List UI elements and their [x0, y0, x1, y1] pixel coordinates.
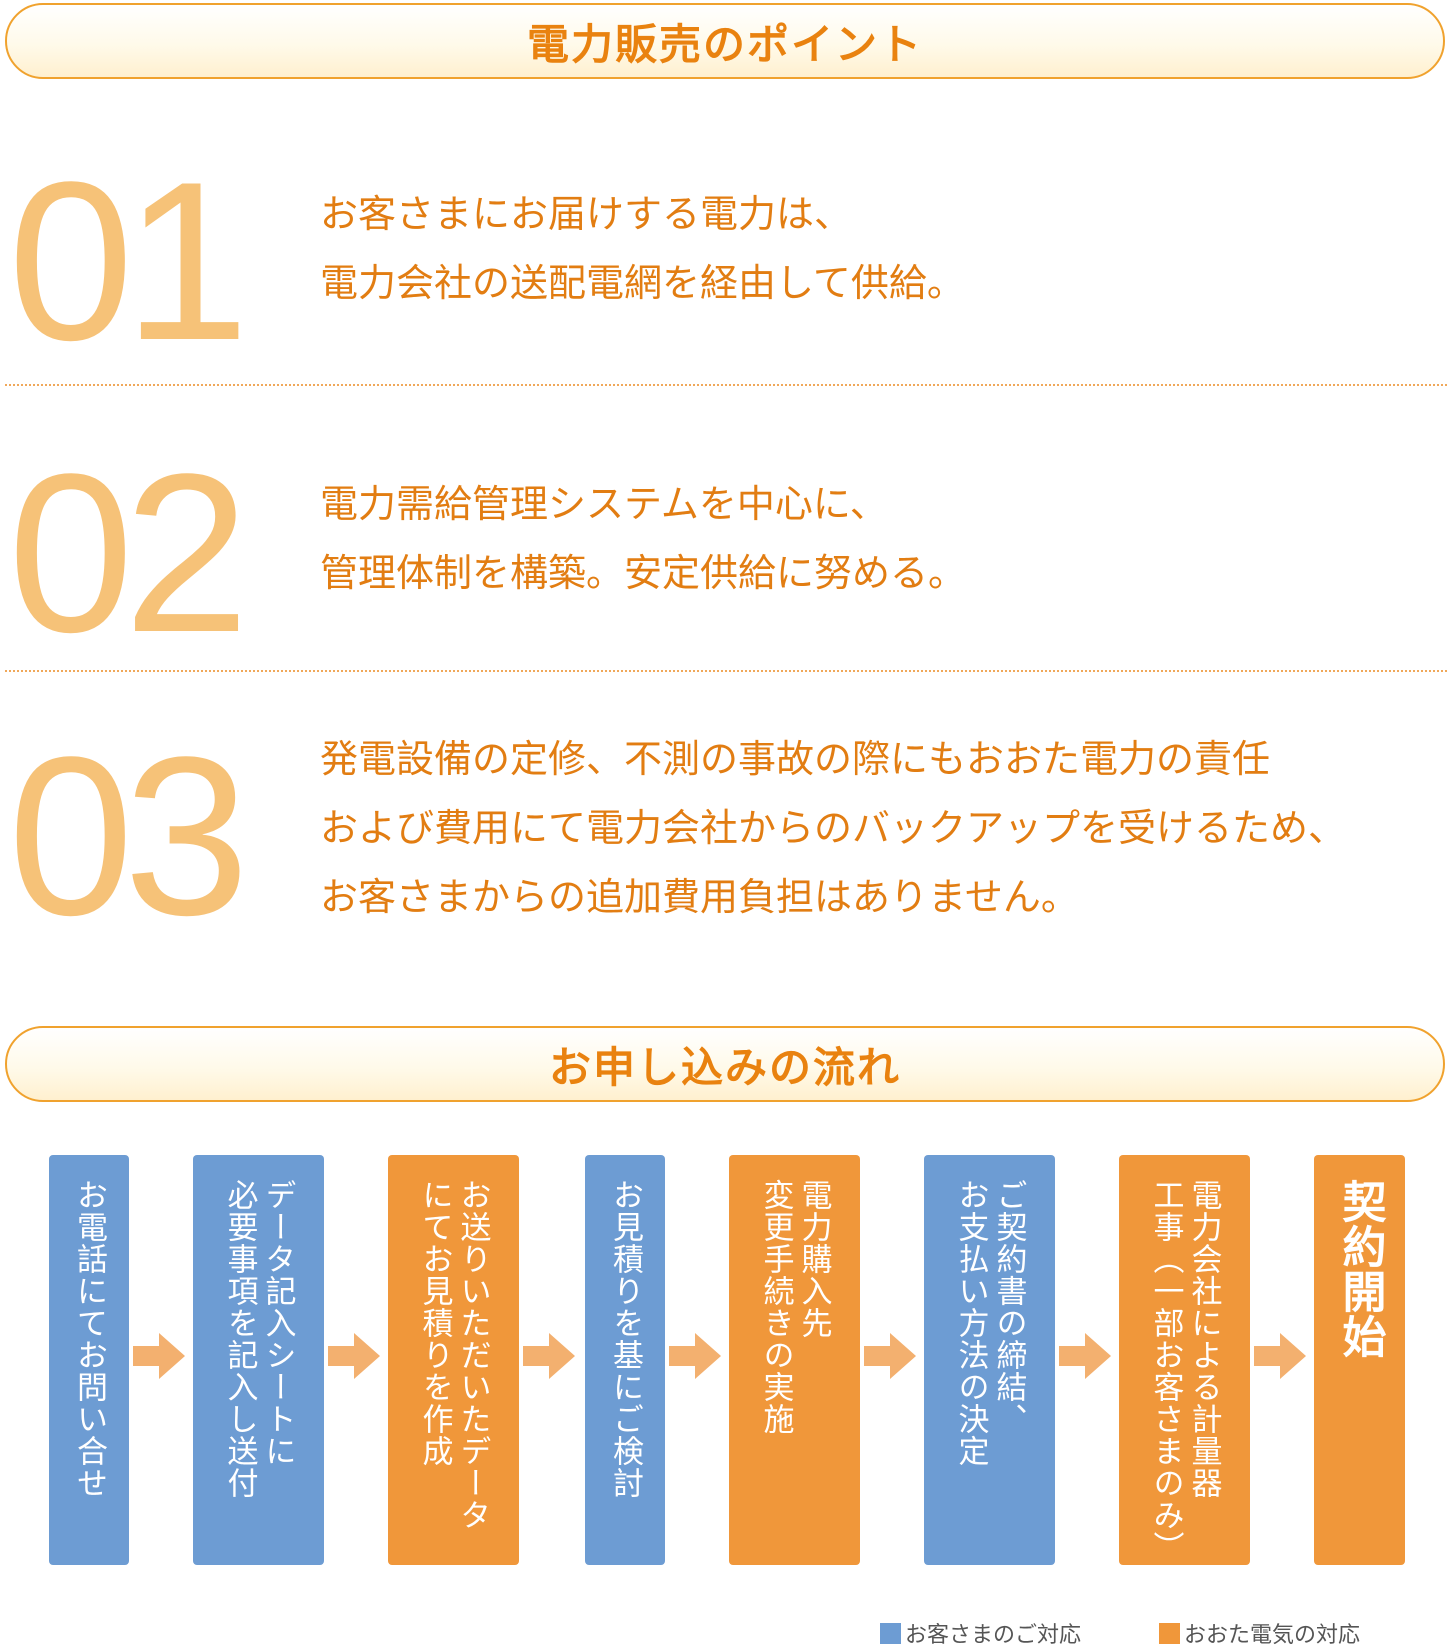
flow-step-label: 電力購入先 変更手続きの実施	[757, 1179, 832, 1435]
point-number: 03	[8, 709, 249, 962]
flow-step-meter-work: 電力会社による計量器 工事（一部お客さまのみ）	[1119, 1155, 1250, 1565]
arrow-right-icon	[669, 1333, 721, 1379]
legend-swatch-orange	[1159, 1622, 1180, 1644]
arrow-right-icon	[864, 1333, 916, 1379]
point-text: お客さまにお届けする電力は、 電力会社の送配電網を経由して供給。	[320, 180, 965, 318]
arrow-right-icon	[328, 1333, 380, 1379]
flow-step-contract: ご契約書の締結、 お支払い方法の決定	[924, 1155, 1055, 1565]
legend-company: おおた電気の対応	[1159, 1620, 1361, 1648]
point-text: 発電設備の定修、不測の事故の際にもおおた電力の責任 および費用にて電力会社からの…	[320, 725, 1346, 932]
dotted-divider	[5, 670, 1447, 672]
flow-step-contract-start: 契約開始	[1314, 1155, 1405, 1565]
point-01: 01 お客さまにお届けする電力は、 電力会社の送配電網を経由して供給。	[0, 130, 1451, 390]
flow-step-label: 電力会社による計量器 工事（一部お客さまのみ）	[1147, 1179, 1222, 1563]
point-text-line: 管理体制を構築。安定供給に努める。	[320, 551, 967, 595]
arrow-right-icon	[133, 1333, 185, 1379]
legend-label: おおた電気の対応	[1184, 1623, 1361, 1648]
section-title-flow: お申し込みの流れ	[5, 1026, 1445, 1102]
arrow-right-icon	[1254, 1333, 1306, 1379]
point-text: 電力需給管理システムを中心に、 管理体制を構築。安定供給に努める。	[320, 470, 966, 608]
dotted-divider	[5, 384, 1447, 386]
point-03: 03 発電設備の定修、不測の事故の際にもおおた電力の責任 および費用にて電力会社…	[0, 705, 1451, 965]
section-title-points: 電力販売のポイント	[5, 3, 1445, 79]
section-title-points-label: 電力販売のポイント	[526, 19, 923, 69]
point-number: 02	[8, 426, 249, 679]
flow-step-label: お見積りを基にご検討	[607, 1179, 643, 1499]
flow-step-supplier-change: 電力購入先 変更手続きの実施	[729, 1155, 860, 1565]
point-text-line: お客さまからの追加費用負担はありません。	[320, 875, 1079, 919]
flow-step-estimate: お送りいただいたデータ にてお見積りを作成	[388, 1155, 519, 1565]
flow-step-label: 契約開始	[1334, 1179, 1386, 1359]
flow-step-review: お見積りを基にご検討	[585, 1155, 665, 1565]
point-text-line: お客さまにお届けする電力は、	[320, 192, 853, 236]
flow-step-label: お送りいただいたデータ にてお見積りを作成	[416, 1179, 491, 1531]
arrow-right-icon	[1059, 1333, 1111, 1379]
flow-step-label: データ記入シートに 必要事項を記入し送付	[221, 1179, 296, 1499]
arrow-right-icon	[523, 1333, 575, 1379]
flow-step-label: お電話にてお問い合せ	[71, 1179, 107, 1499]
point-text-line: および費用にて電力会社からのバックアップを受けるため、	[320, 806, 1347, 850]
point-number: 01	[8, 134, 249, 387]
flow-step-inquiry: お電話にてお問い合せ	[49, 1155, 129, 1565]
flow-step-data-sheet: データ記入シートに 必要事項を記入し送付	[193, 1155, 324, 1565]
application-flow: お電話にてお問い合せ データ記入シートに 必要事項を記入し送付 お送りいただいた…	[0, 1155, 1451, 1565]
legend-swatch-blue	[880, 1622, 901, 1644]
point-text-line: 発電設備の定修、不測の事故の際にもおおた電力の責任	[320, 737, 1271, 781]
point-text-line: 電力会社の送配電網を経由して供給。	[320, 261, 965, 305]
point-02: 02 電力需給管理システムを中心に、 管理体制を構築。安定供給に努める。	[0, 420, 1451, 680]
legend-label: お客さまのご対応	[905, 1623, 1082, 1648]
flow-step-label: ご契約書の締結、 お支払い方法の決定	[952, 1179, 1027, 1467]
point-text-line: 電力需給管理システムを中心に、	[320, 482, 888, 526]
section-title-flow-label: お申し込みの流れ	[548, 1042, 901, 1092]
legend-customer: お客さまのご対応	[880, 1620, 1082, 1648]
